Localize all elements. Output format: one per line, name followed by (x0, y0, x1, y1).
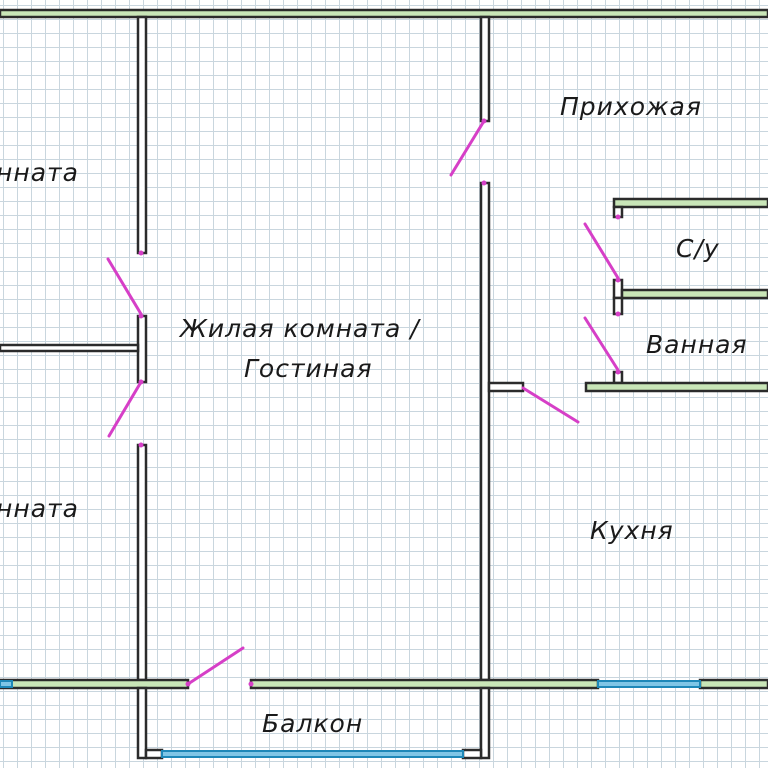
wall-bottom-middle (249, 678, 600, 690)
room-label-living-line2: Гостиная (244, 354, 373, 383)
walls (0, 8, 768, 760)
hinge-mark (138, 379, 144, 385)
balcony-wall-bottom-right (461, 748, 483, 760)
door-wc (583, 222, 620, 280)
room-label-hallway: Прихожая (560, 92, 702, 121)
wall-bottom-left (0, 678, 190, 690)
wall-bath-bottom (584, 381, 768, 393)
door-hallway (449, 119, 486, 177)
wall-kitchen-stub (487, 381, 525, 393)
window-kitchen (597, 680, 701, 688)
balcony-wall-bottom-left (144, 748, 164, 760)
door-left-room-top (106, 257, 143, 316)
room-label-balcony: Балкон (262, 709, 364, 738)
wall-bottom-right (698, 678, 768, 690)
hinge-mark (248, 681, 254, 687)
wall-wc-top (612, 197, 768, 209)
door-left-room-bottom (107, 380, 143, 438)
hinge-mark (481, 180, 487, 186)
wall-left-lower (136, 443, 148, 682)
doors (106, 119, 620, 686)
wall-top (0, 8, 768, 19)
door-balcony (186, 646, 245, 686)
door-hinge-marks (138, 118, 621, 687)
room-label-bathroom: Ванная (646, 330, 748, 359)
hinge-mark (615, 277, 621, 283)
hinge-mark (615, 214, 621, 220)
wall-wc-bath-divider (620, 288, 768, 300)
room-label-left-top: нната (0, 158, 79, 187)
hinge-mark (481, 118, 487, 124)
hinge-mark (615, 369, 621, 375)
hinge-mark (138, 442, 144, 448)
hinge-mark (138, 313, 144, 319)
room-label-living-line1: Жилая комната / (180, 314, 420, 343)
wall-center-lower (479, 181, 491, 682)
hinge-mark (615, 311, 621, 317)
wall-left-rooms-divider (0, 343, 140, 353)
door-bathroom (583, 316, 620, 372)
wall-center-upper (479, 15, 491, 123)
room-label-wc: С/у (676, 234, 720, 263)
room-label-kitchen: Кухня (590, 516, 674, 545)
wall-left-upper (136, 15, 148, 255)
window-balcony (161, 750, 464, 758)
balcony-wall-left (136, 686, 148, 760)
window-left-edge (0, 680, 13, 688)
room-label-left-bottom: нната (0, 494, 79, 523)
balcony-wall-right (479, 686, 491, 760)
hinge-mark (185, 681, 191, 687)
door-kitchen (521, 386, 580, 424)
windows (0, 680, 701, 758)
hinge-mark (138, 250, 144, 256)
